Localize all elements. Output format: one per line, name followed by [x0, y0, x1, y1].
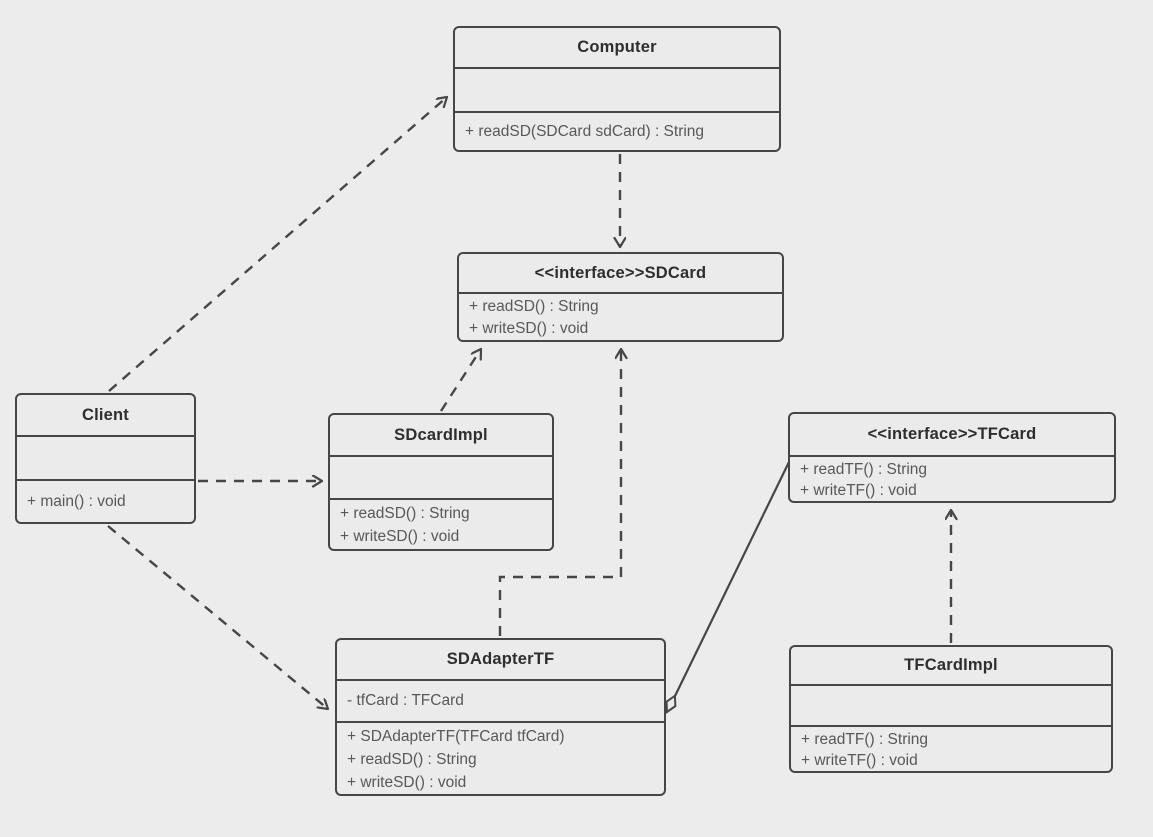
class-attributes-empty: [791, 684, 1111, 725]
dependency-client-sdadapter-line[interactable]: [107, 525, 328, 709]
method-line: + writeSD() : void: [340, 528, 460, 545]
aggregation-diamond: [665, 693, 677, 714]
class-attributes: - tfCard : TFCard: [337, 678, 664, 721]
class-computer[interactable]: Computer + readSD(SDCard sdCard) : Strin…: [453, 26, 781, 152]
dependency-client-computer-line[interactable]: [108, 97, 447, 392]
method-line: + readSD() : String: [469, 298, 599, 315]
class-title: <<interface>>SDCard: [534, 263, 707, 282]
class-attributes-empty: [455, 67, 779, 111]
class-tfcardimpl[interactable]: TFCardImpl + readTF() : String + writeTF…: [789, 645, 1113, 773]
realization-sdcardimpl-sdcard-line[interactable]: [439, 349, 481, 412]
class-methods: + readSD(SDCard sdCard) : String: [455, 111, 779, 150]
method-line: + readSD() : String: [347, 751, 477, 768]
realization-sdadapter-sdcard-line[interactable]: [498, 349, 621, 636]
method-line: + writeSD() : void: [347, 774, 467, 791]
aggregation-sdadapter-tfcard-line[interactable]: [674, 461, 790, 697]
interface-tfcard[interactable]: <<interface>>TFCard + readTF() : String …: [788, 412, 1116, 503]
class-title: SDcardImpl: [394, 425, 488, 444]
class-attributes-empty: [17, 435, 194, 479]
class-attributes-empty: [330, 455, 552, 498]
class-sdcardimpl[interactable]: SDcardImpl + readSD() : String + writeSD…: [328, 413, 554, 551]
method-line: + writeSD() : void: [469, 320, 589, 337]
class-title: <<interface>>TFCard: [867, 425, 1037, 443]
class-methods: + readSD() : String + writeSD() : void: [330, 498, 552, 549]
class-methods: + readTF() : String + writeTF() : void: [791, 725, 1111, 771]
method-line: + readTF() : String: [801, 731, 929, 748]
class-title: TFCardImpl: [904, 656, 998, 675]
class-methods: + main() : void: [17, 479, 194, 522]
class-title: Client: [81, 405, 130, 424]
method-line: + writeTF() : void: [800, 482, 917, 499]
class-sdadaptertf[interactable]: SDAdapterTF - tfCard : TFCard + SDAdapte…: [335, 638, 666, 796]
interface-sdcard[interactable]: <<interface>>SDCard + readSD() : String …: [457, 252, 784, 342]
method-line: + readSD(SDCard sdCard) : String: [465, 123, 705, 140]
method-line: + writeTF() : void: [801, 752, 918, 769]
attribute-line: - tfCard : TFCard: [347, 692, 464, 710]
method-line: + main() : void: [27, 493, 126, 510]
class-methods: + SDAdapterTF(TFCard tfCard) + readSD() …: [337, 721, 664, 794]
class-client[interactable]: Client + main() : void: [15, 393, 196, 524]
method-line: + SDAdapterTF(TFCard tfCard): [347, 728, 565, 745]
class-methods: + readTF() : String + writeTF() : void: [790, 455, 1114, 501]
class-title: Computer: [577, 38, 657, 56]
class-methods: + readSD() : String + writeSD() : void: [459, 292, 782, 340]
method-line: + readSD() : String: [340, 505, 470, 522]
class-title: SDAdapterTF: [446, 649, 555, 668]
method-line: + readTF() : String: [800, 461, 928, 478]
